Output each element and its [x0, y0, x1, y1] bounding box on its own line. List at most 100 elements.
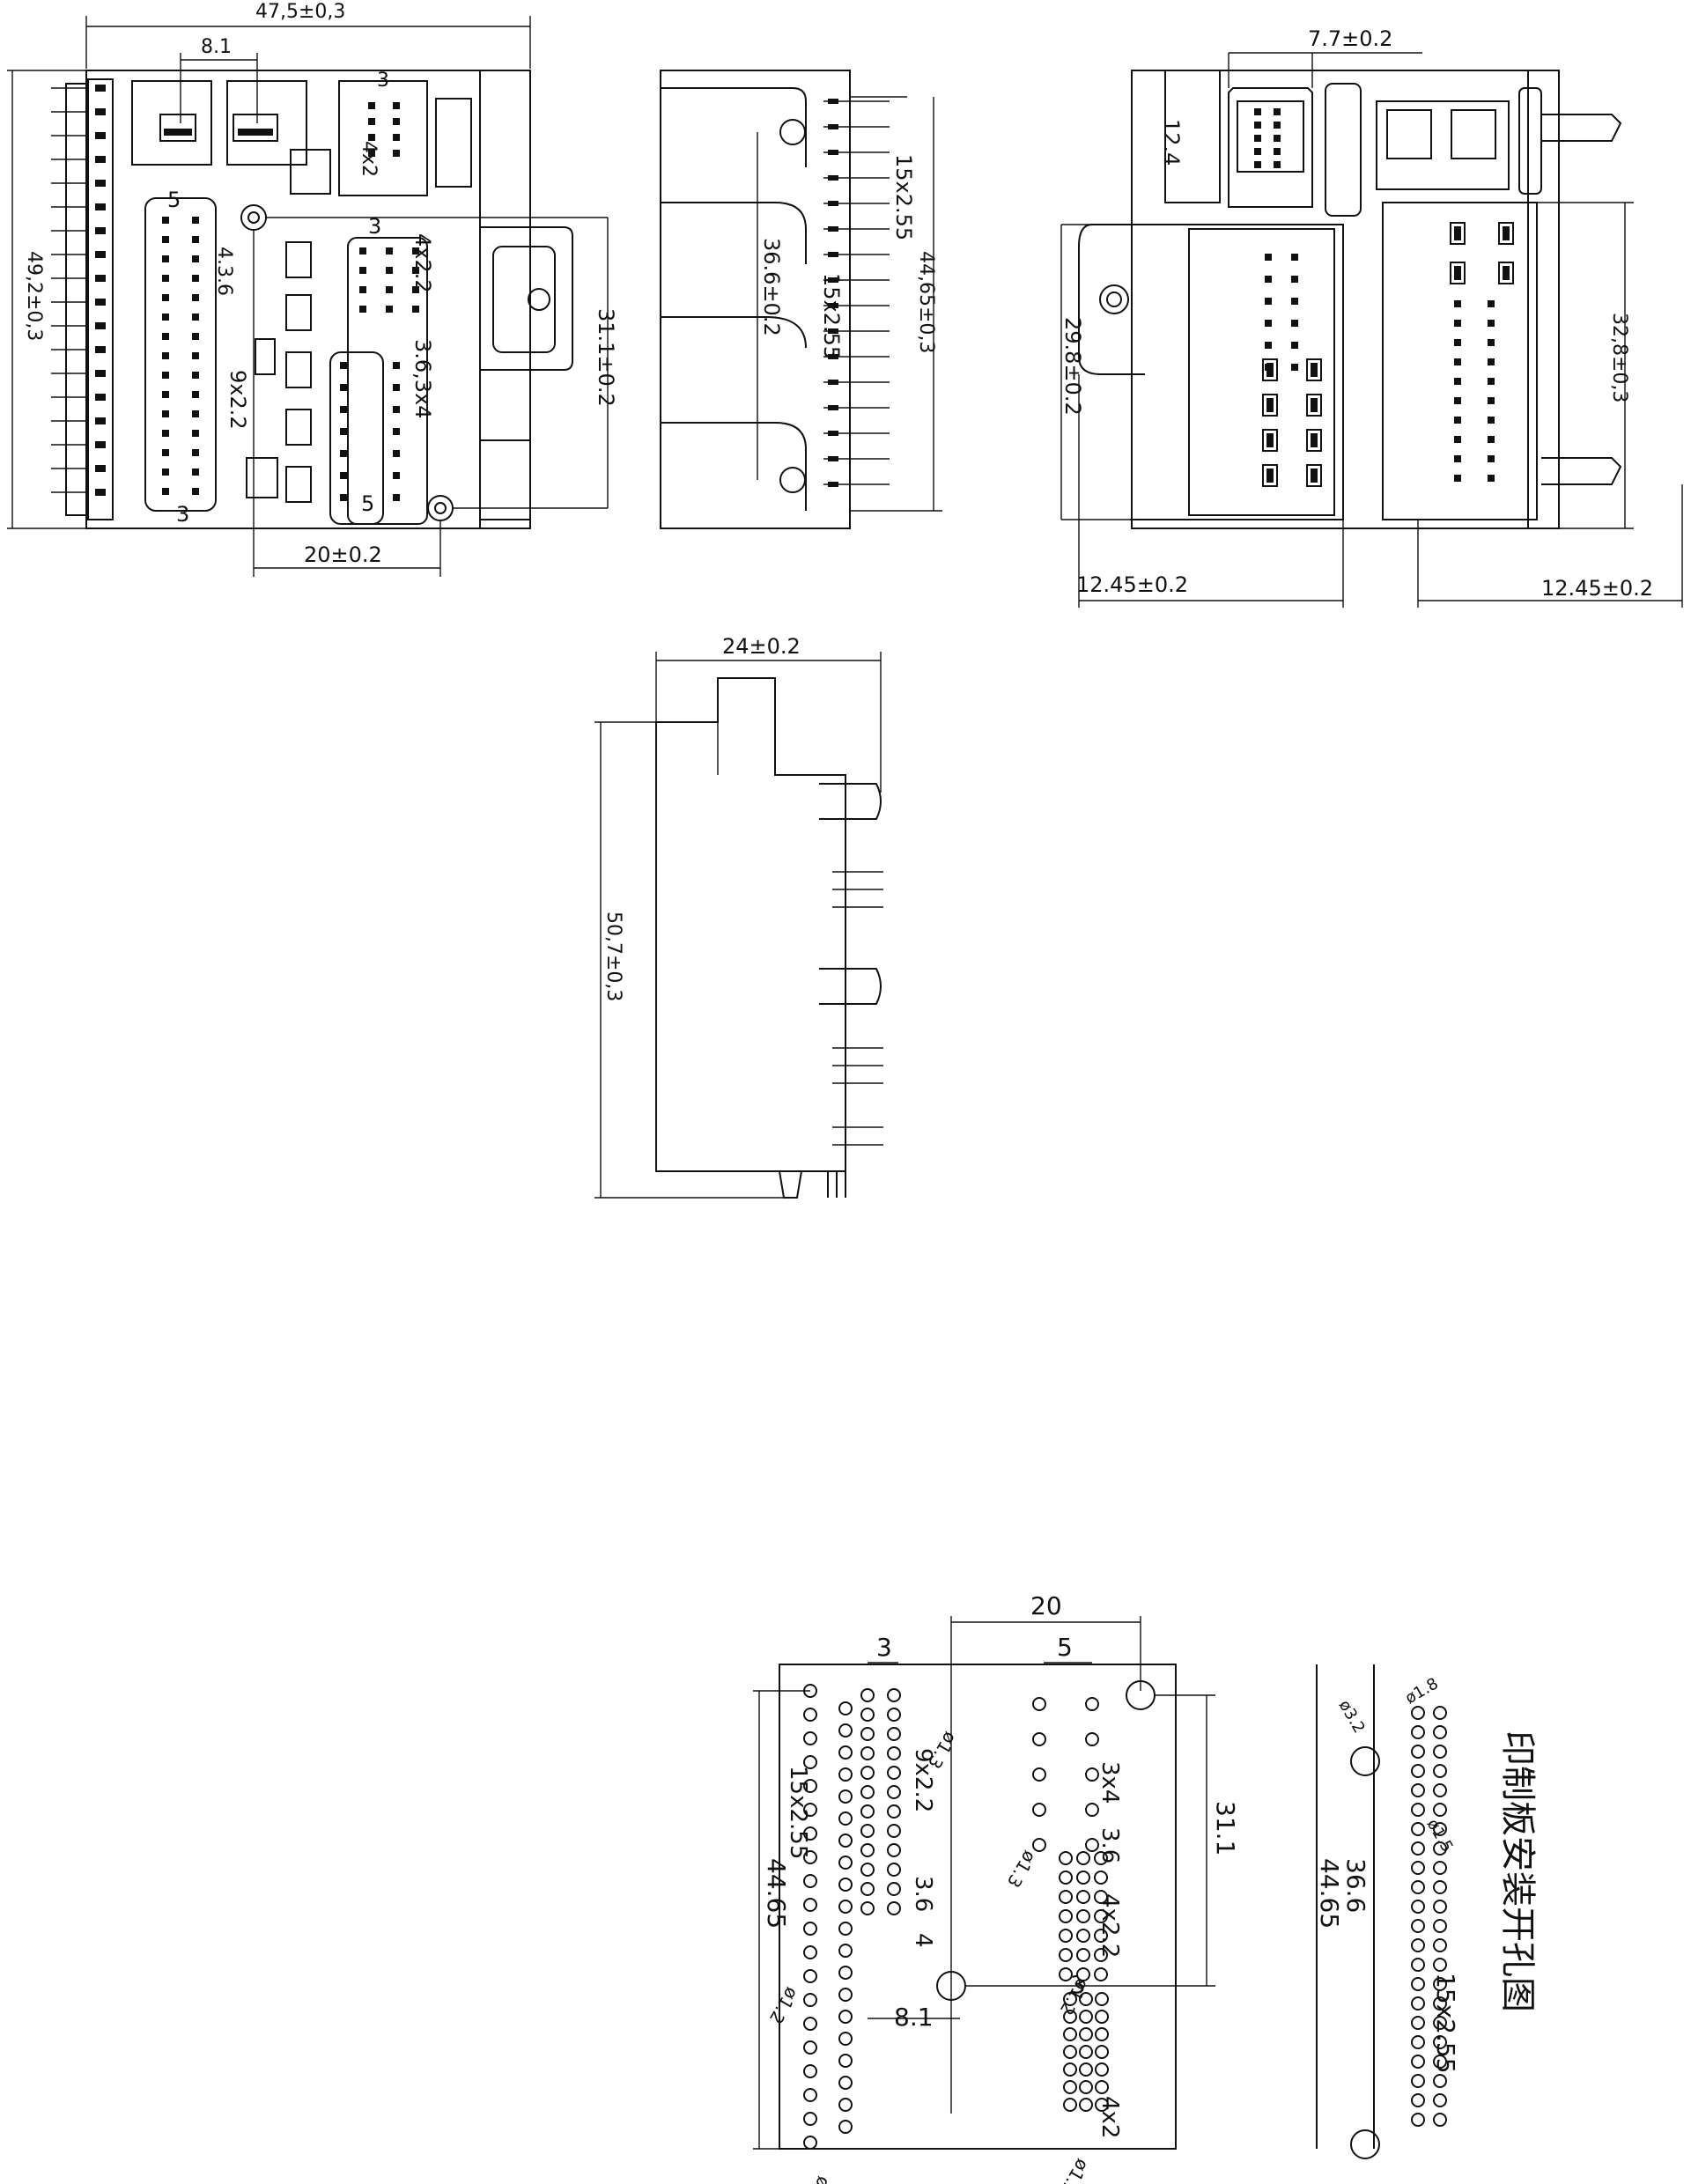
pcb-hole — [838, 1745, 853, 1760]
pin-socket — [1306, 358, 1322, 381]
pin-contact — [1274, 148, 1281, 155]
pcb-side-hole-d15: ø1.5 — [1423, 1816, 1457, 1856]
pin-contact — [412, 247, 419, 255]
pin-socket — [1498, 262, 1514, 284]
dim-top-width: 7.7±0.2 — [1308, 26, 1392, 51]
dim-right-offset: 12.45±0.2 — [1541, 576, 1653, 601]
pin-contact — [1454, 339, 1461, 346]
pcb-hole — [1433, 1996, 1447, 2011]
pin-contact — [192, 352, 199, 359]
pin-contact — [340, 384, 347, 391]
pcb-hole — [803, 2017, 817, 2031]
pin-contact — [1488, 339, 1495, 346]
pcb-hole — [803, 2040, 817, 2055]
pcb-dim-spacing-5-top: 5 — [1057, 1633, 1073, 1662]
pcb-hole — [1085, 1838, 1099, 1852]
dim-mount-height: 31.1±0.2 — [594, 308, 618, 407]
pcb-hole — [838, 1834, 853, 1848]
pcb-hole — [860, 1901, 875, 1915]
pcb-hole — [860, 1708, 875, 1722]
pcb-hole — [838, 1900, 853, 1914]
pin-contact — [162, 255, 169, 262]
side-pin-head — [828, 482, 838, 487]
pcb-hole — [1059, 1909, 1073, 1923]
pcb-hole — [1411, 2093, 1425, 2107]
dim-pin-pitch-top: 15x2.55 — [891, 154, 916, 240]
pcb-hole — [1411, 1880, 1425, 1894]
pcb-side-layout: 36.6 44.65 15x2.55 ø1.8 ø3.2 ø1.5 印制板安装开… — [1315, 1664, 1538, 2159]
pin-contact — [1454, 455, 1461, 462]
pcb-hole — [1076, 1870, 1090, 1885]
pcb-hole — [1433, 1725, 1447, 1739]
pcb-hole — [838, 1856, 853, 1870]
pcb-hole — [887, 1804, 901, 1819]
pin-contact — [359, 286, 366, 293]
pcb-hole — [887, 1901, 901, 1915]
pcb-side-hole-d18: ø1.8 — [1402, 1674, 1442, 1708]
pcb-hole — [1094, 1967, 1108, 1981]
rear-view: 7.7±0.2 12.4 29.8±0.2 32,8±0,3 12.45±0.2… — [1060, 26, 1683, 608]
dim-spacing-3-top: 3 — [377, 70, 389, 92]
pcb-hole — [1095, 2080, 1109, 2094]
pcb-hole — [1094, 1948, 1108, 1962]
pin-socket-core — [1503, 226, 1510, 240]
pin-contact — [95, 299, 106, 306]
pin-contact — [1291, 276, 1298, 283]
pcb-hole — [1063, 2098, 1077, 2112]
pin-contact — [95, 417, 106, 424]
pin-contact — [393, 450, 400, 457]
pcb-side-dim-span-4465: 44.65 — [1315, 1858, 1344, 1929]
pin-contact — [192, 275, 199, 282]
pin-contact — [393, 362, 400, 369]
pcb-hole — [887, 1688, 901, 1702]
pcb-side-dim-pitch-15x255: 15x2.55 — [1431, 1973, 1460, 2074]
pcb-hole — [1085, 1697, 1099, 1711]
pcb-hole — [1059, 1890, 1073, 1904]
pin-contact — [1265, 276, 1272, 283]
pin-contact — [192, 333, 199, 340]
pin-contact — [340, 362, 347, 369]
pcb-hole — [887, 1843, 901, 1857]
dim-left-offset: 12.45±0.2 — [1076, 572, 1188, 597]
pcb-title: 印制板安装开孔图 — [1497, 1730, 1538, 2012]
pin-contact — [1291, 364, 1298, 371]
pcb-hole — [1085, 1732, 1099, 1746]
pin-socket-core — [1311, 469, 1318, 483]
pin-contact — [412, 286, 419, 293]
pin-contact — [95, 108, 106, 115]
pcb-hole — [887, 1882, 901, 1896]
pin-contact — [95, 275, 106, 282]
pcb-hole — [1032, 1803, 1046, 1817]
pin-contact — [393, 118, 400, 125]
front-view: 47,5±0,3 49,2±0,3 8.1 3 4x2 — [7, 1, 618, 577]
pcb-hole — [1411, 1919, 1425, 1933]
pcb-hole — [1411, 1822, 1425, 1836]
pcb-hole — [860, 1804, 875, 1819]
pcb-hole — [1433, 2093, 1447, 2107]
pcb-hole — [1433, 2055, 1447, 2069]
pin-contact — [1274, 122, 1281, 129]
pcb-hole — [1411, 1938, 1425, 1952]
pin-contact — [192, 217, 199, 224]
pcb-hole — [1433, 2016, 1447, 2030]
pcb-hole — [1433, 2074, 1447, 2088]
pcb-hole — [887, 1766, 901, 1780]
side-pin-head — [828, 150, 838, 155]
pin-contact — [412, 267, 419, 274]
pcb-hole — [1094, 1890, 1108, 1904]
pin-socket — [1450, 262, 1466, 284]
pcb-hole — [860, 1727, 875, 1741]
pin-contact — [1454, 417, 1461, 424]
pcb-hole — [1063, 2062, 1077, 2077]
pin-socket — [1262, 358, 1278, 381]
pin-contact — [393, 384, 400, 391]
pin-contact — [1488, 417, 1495, 424]
pin-contact — [1291, 298, 1298, 305]
pin-contact — [95, 394, 106, 401]
pin-contact — [1274, 161, 1281, 168]
pin-contact — [95, 85, 106, 92]
pin-contact — [95, 203, 106, 210]
pcb-hole — [838, 1944, 853, 1958]
pcb-hole — [1411, 1764, 1425, 1778]
dim-overall-height: 49,2±0,3 — [23, 251, 45, 341]
